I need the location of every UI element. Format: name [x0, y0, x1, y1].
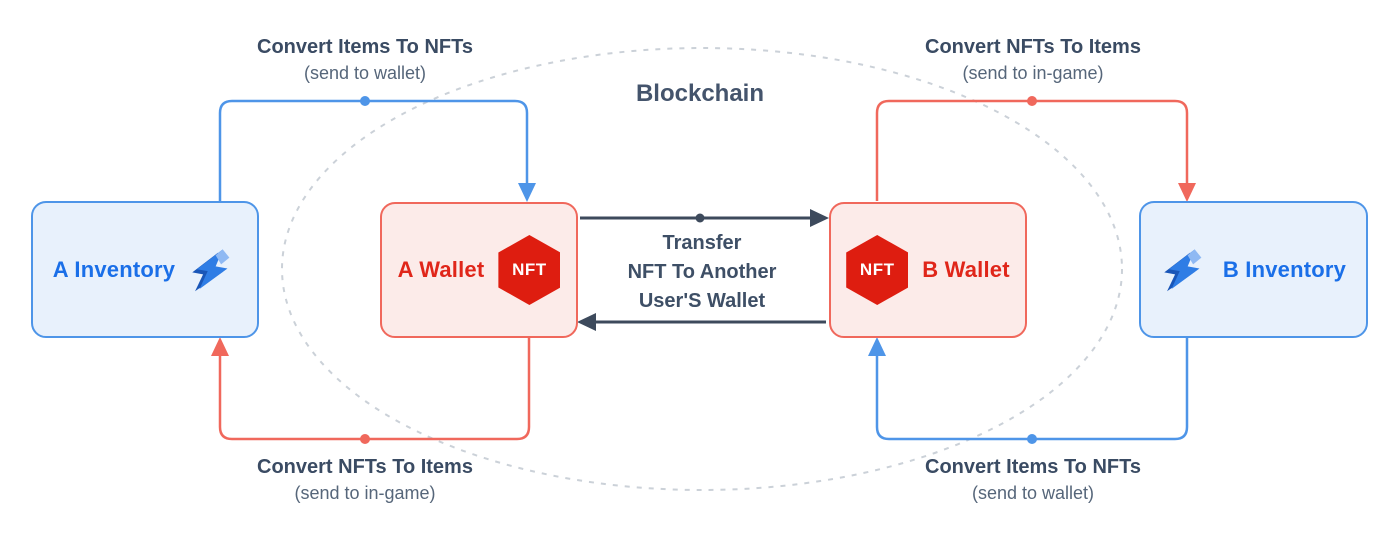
flow-label-top-right: Convert NFTs To Items (send to in-game) — [813, 34, 1253, 86]
flow-title: Convert NFTs To Items — [925, 36, 1141, 58]
flow-dot — [360, 434, 370, 444]
node-a-wallet: A Wallet NFT — [380, 202, 578, 338]
arrowhead-left-icon — [577, 313, 596, 331]
lightning-bolt-icon — [1161, 246, 1209, 294]
node-a-wallet-label: A Wallet — [397, 257, 485, 282]
transfer-line-1: Transfer — [662, 232, 742, 254]
lightning-bolt-icon — [189, 246, 237, 294]
blockchain-ellipse — [281, 47, 1123, 491]
flow-dot — [1027, 96, 1037, 106]
flow-title: Convert NFTs To Items — [257, 456, 473, 478]
flow-dot — [695, 213, 705, 223]
arrowhead-down-icon — [1178, 183, 1196, 202]
nft-badge-label: NFT — [512, 260, 547, 279]
nft-hexagon-badge: NFT — [846, 235, 909, 305]
arrowhead-right-icon — [810, 209, 829, 227]
blockchain-title: Blockchain — [635, 80, 765, 107]
node-b-wallet: NFT B Wallet — [829, 202, 1027, 338]
node-b-inventory: B Inventory — [1139, 201, 1368, 338]
flow-subtitle: (send to in-game) — [294, 483, 436, 503]
arrowhead-up-icon — [868, 337, 886, 356]
flow-arrow-top-left — [218, 96, 536, 202]
flow-dot — [360, 96, 370, 106]
node-b-wallet-label: B Wallet — [922, 257, 1010, 282]
transfer-line-3: User'S Wallet — [638, 290, 766, 312]
nft-badge-label: NFT — [859, 260, 895, 279]
flow-subtitle: (send to in-game) — [962, 63, 1104, 83]
node-a-inventory-label: A Inventory — [52, 256, 176, 282]
flow-arrow-bottom-left — [211, 337, 531, 444]
flow-arrow-bottom-right — [868, 337, 1189, 444]
flow-arrow-top-right — [875, 96, 1196, 202]
flow-label-bottom-left: Convert NFTs To Items (send to in-game) — [145, 454, 585, 506]
flow-label-top-left: Convert Items To NFTs (send to wallet) — [145, 34, 585, 86]
flow-subtitle: (send to wallet) — [303, 63, 427, 83]
arrowhead-up-icon — [211, 337, 229, 356]
flow-title: Convert Items To NFTs — [925, 456, 1141, 478]
transfer-arrow-left — [577, 313, 826, 331]
transfer-line-2: NFT To Another — [627, 261, 777, 283]
node-a-inventory: A Inventory — [31, 201, 259, 338]
flow-subtitle: (send to wallet) — [971, 483, 1095, 503]
flow-title: Convert Items To NFTs — [257, 36, 473, 58]
node-b-inventory-label: B Inventory — [1222, 256, 1347, 282]
arrowhead-down-icon — [518, 183, 536, 202]
transfer-arrow-right — [580, 209, 829, 227]
transfer-label: Transfer NFT To Another User'S Wallet — [552, 229, 852, 316]
flow-dot — [1027, 434, 1037, 444]
flow-label-bottom-right: Convert Items To NFTs (send to wallet) — [813, 454, 1253, 506]
